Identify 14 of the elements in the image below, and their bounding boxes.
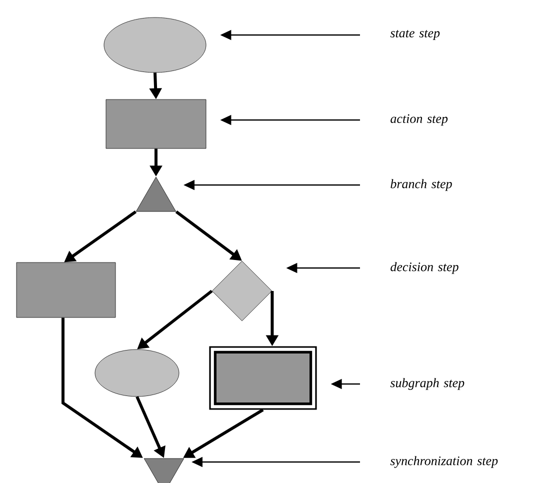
- action-box: [106, 99, 206, 149]
- branch-triangle: [136, 176, 176, 212]
- step-label: state step: [390, 30, 440, 40]
- action-box: [16, 262, 116, 318]
- step-label: synchronization step: [390, 456, 498, 468]
- state-ellipse: [94, 349, 180, 397]
- step-label: subgraph step: [390, 378, 464, 390]
- synchronization-triangle: [144, 458, 184, 483]
- state-ellipse: [104, 17, 206, 73]
- step-label: branch step: [390, 179, 452, 191]
- decision-diamond: [212, 260, 272, 322]
- subgraph-box: [209, 346, 317, 410]
- step-label: action step: [390, 114, 448, 126]
- step-label: decision step: [390, 262, 458, 274]
